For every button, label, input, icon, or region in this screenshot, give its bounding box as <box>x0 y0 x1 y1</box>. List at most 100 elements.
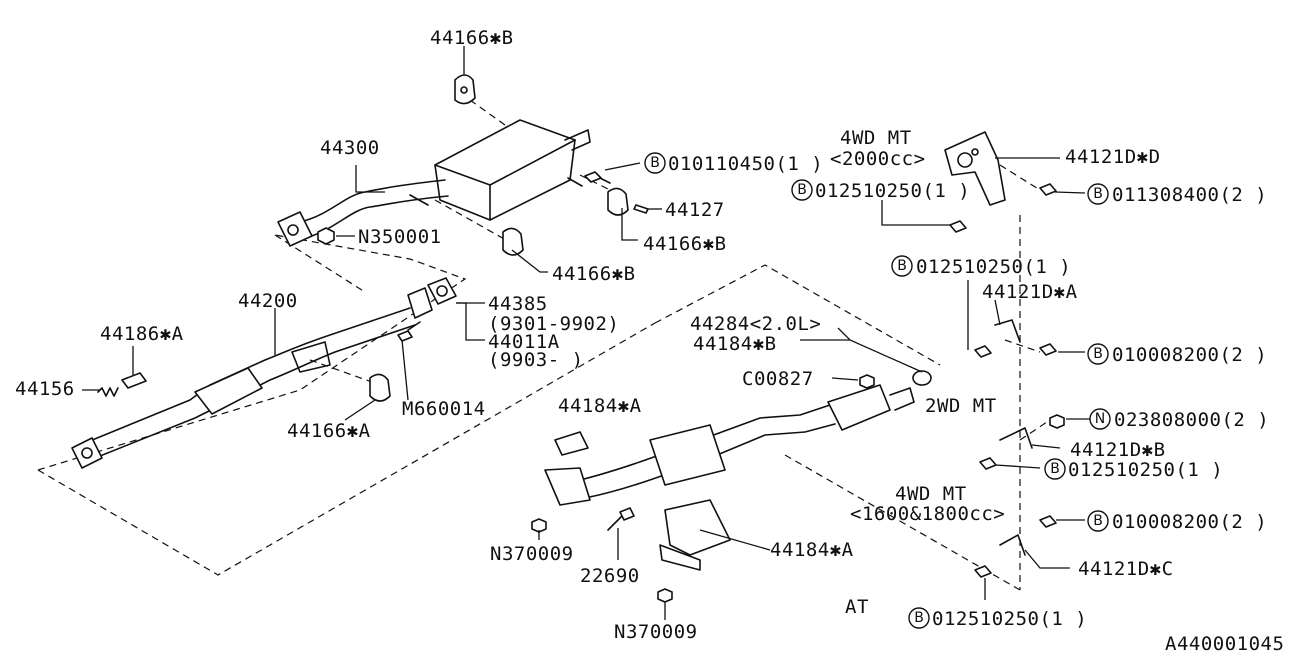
bracket-44121da-icon <box>994 319 1021 343</box>
label-44166b-mid: 44166✱B <box>643 233 727 255</box>
badge-b-012510250-d <box>908 607 930 629</box>
label-44121da: 44121D✱A <box>982 281 1078 303</box>
label-9903: (9903- ) <box>488 349 584 371</box>
front-pipe-group-outline <box>37 234 467 471</box>
label-44166b-low: 44166✱B <box>552 263 636 285</box>
badge-n-023808000-letter: N <box>1095 411 1105 427</box>
bracket-b-link <box>1019 419 1051 441</box>
badge-b-012510250-b-letter: B <box>897 258 907 274</box>
label-n370009-b: N370009 <box>614 621 698 643</box>
diagram-id: A440001045 <box>1165 633 1284 653</box>
bracket-44121dc-icon <box>999 534 1026 556</box>
label-n370009-a: N370009 <box>490 543 574 565</box>
badge-b-012510250-a-letter: B <box>797 182 807 198</box>
badge-b-010008200-a-letter: B <box>1093 346 1103 362</box>
label-44121dc: 44121D✱C <box>1078 558 1174 580</box>
front-flange-icon <box>71 437 103 469</box>
bolt-012510250-a-icon <box>949 220 967 233</box>
label-011308400: 011308400(2 ) <box>1112 184 1267 206</box>
label-44300: 44300 <box>320 137 380 159</box>
badge-b-012510250-b <box>891 255 913 277</box>
gasket-44184b-icon <box>912 370 932 386</box>
badge-b-010008200-b-letter: B <box>1093 513 1103 529</box>
badge-b-010110450-letter: B <box>650 155 660 171</box>
front-pipe-group-outline-c <box>37 322 656 576</box>
muffler-hanger-link <box>469 99 506 126</box>
center-pipe-assembly <box>531 370 932 603</box>
label-44127: 44127 <box>665 199 725 221</box>
leader-lines <box>82 46 1090 620</box>
label-44184a-low: 44184✱A <box>770 539 854 561</box>
label-4wd-mt-1600: 4WD MT <box>895 483 967 505</box>
rubber-hanger-44166a-icon <box>369 373 391 402</box>
label-c00827: C00827 <box>742 368 814 390</box>
label-012510250-a: 012510250(1 ) <box>815 180 970 202</box>
center-group-outline-b <box>784 454 1021 591</box>
label-22690: 22690 <box>580 565 640 587</box>
label-at: AT <box>845 596 869 618</box>
bracket-44121db-icon <box>999 427 1033 449</box>
label-012510250-c: 012510250(1 ) <box>1068 459 1223 481</box>
bracket-assembly <box>944 131 1065 578</box>
rear-flange-icon <box>407 287 433 319</box>
muffler-body-icon <box>434 119 576 221</box>
rubber-hanger-top-icon <box>454 74 476 105</box>
label-012510250-d: 012510250(1 ) <box>932 608 1087 630</box>
label-44200: 44200 <box>238 290 298 312</box>
bolt-010110450-icon <box>584 171 602 183</box>
muffler-flange-icon <box>277 211 313 247</box>
bolt-010008200-b-icon <box>1039 515 1057 528</box>
bracket-a-link <box>1004 339 1041 353</box>
gasket-44385-icon <box>427 277 457 305</box>
label-m660014: M660014 <box>402 398 486 420</box>
rubber-hanger-mid-icon <box>607 187 629 216</box>
badge-b-011308400-letter: B <box>1093 186 1103 202</box>
label-44156: 44156 <box>15 378 75 400</box>
bracket-44121dd-icon <box>944 131 1006 206</box>
manifold-left-icon <box>544 467 591 506</box>
badge-b-010008200-a <box>1087 343 1109 365</box>
muffler-assembly <box>277 74 649 256</box>
front-pipe-assembly <box>71 277 457 469</box>
muffler-inlet-pipe-icon <box>299 179 446 223</box>
bolt-012510250-d-icon <box>974 565 992 578</box>
label-44011a: 44011A <box>488 331 560 353</box>
label-44184a-top: 44184✱A <box>558 395 642 417</box>
bolt-012510250-c-icon <box>979 457 997 470</box>
rubber-a-link <box>309 359 373 383</box>
label-44166b-top: 44166✱B <box>430 27 514 49</box>
gasket-44184a-top-icon <box>554 431 589 456</box>
label-023808000: 023808000(2 ) <box>1114 409 1269 431</box>
label-9301-9902: (9301-9902) <box>488 313 619 335</box>
badge-b-012510250-a <box>791 179 813 201</box>
label-44186a: 44186✱A <box>100 323 184 345</box>
nut-c00827-icon <box>859 374 875 389</box>
bracket-d-link <box>999 164 1041 191</box>
center-catalyst-icon <box>827 384 891 431</box>
label-44121db: 44121D✱B <box>1070 439 1166 461</box>
badge-n-023808000 <box>1089 408 1111 430</box>
badge-b-010008200-b <box>1087 510 1109 532</box>
bolt-012510250-b-icon <box>974 345 992 358</box>
badge-b-011308400 <box>1087 183 1109 205</box>
rubber-hanger-low-icon <box>502 227 524 256</box>
badge-b-012510250-c <box>1044 458 1066 480</box>
manifold-right-icon <box>664 499 731 556</box>
part-labels: 44166✱B 44300 B 010110450(1 ) 4WD MT <20… <box>15 27 1284 653</box>
label-44284: 44284<2.0L> <box>690 313 821 335</box>
bolt-011308400-icon <box>1039 183 1057 196</box>
badge-b-012510250-c-letter: B <box>1050 461 1060 477</box>
label-44385: 44385 <box>488 293 548 315</box>
nut-n350001-icon <box>317 227 335 245</box>
label-010008200-b: 010008200(2 ) <box>1112 511 1267 533</box>
bolt-m660014-icon <box>397 330 413 342</box>
nut-023808000-icon <box>1049 414 1065 429</box>
front-catalyst-icon <box>194 367 263 415</box>
label-010110450: 010110450(1 ) <box>668 153 823 175</box>
badge-b-010110450 <box>644 152 666 174</box>
label-012510250-b: 012510250(1 ) <box>916 256 1071 278</box>
bolt-010008200-a-icon <box>1039 343 1057 356</box>
pin-44127-icon <box>633 204 649 214</box>
label-44121dd: 44121D✱D <box>1065 146 1161 168</box>
